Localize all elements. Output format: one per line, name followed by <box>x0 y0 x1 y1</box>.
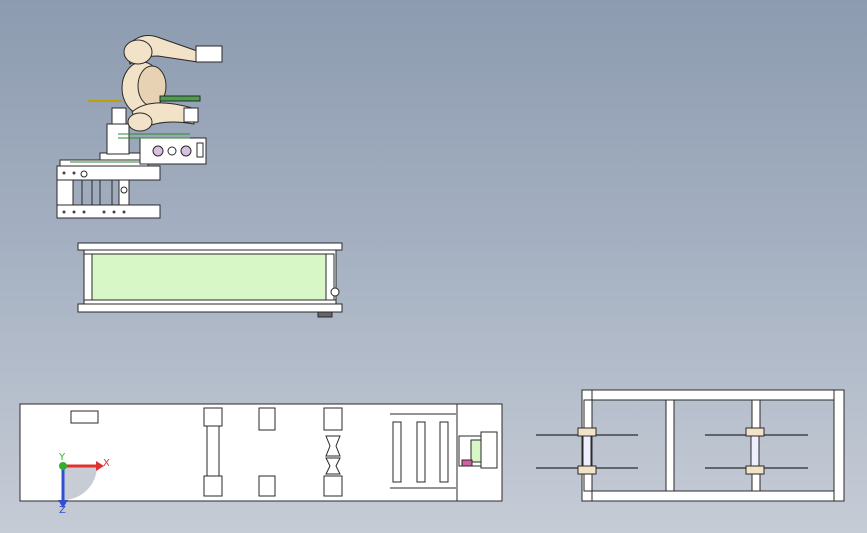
end-view-frame[interactable] <box>536 389 845 502</box>
axis-x-label: X <box>103 458 110 469</box>
axis-z-label: Z <box>59 505 66 516</box>
axis-y-label: Y <box>59 452 66 463</box>
side-view-machine[interactable] <box>56 35 223 219</box>
coordinate-triad <box>58 461 104 508</box>
top-view-machine[interactable] <box>19 403 503 508</box>
front-view-conveyor[interactable] <box>77 242 343 318</box>
